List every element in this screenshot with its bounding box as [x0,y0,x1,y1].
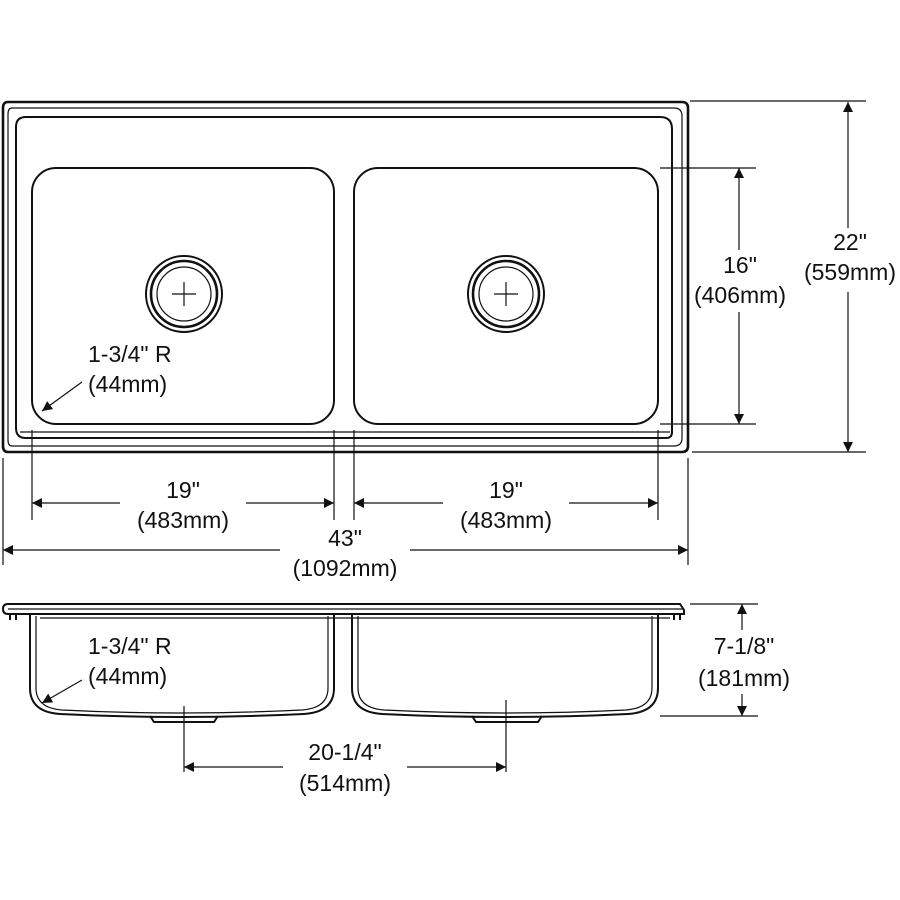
side-view: 20-1/4" (514mm) 7-1/8" (181mm) 1-3/4" R … [1,603,796,800]
side-radius-imperial: 1-3/4" R [88,633,172,659]
right-drain-body [471,715,543,723]
dim-drain-spacing-label-bg [283,736,407,800]
sink-deck-edge [15,116,673,439]
dim-22-label-bg [800,228,900,292]
right-bowl-side-inner [357,616,653,714]
left-bowl-side-inner [35,616,329,714]
radius-leader-side [41,679,83,704]
bowl-height-imperial: 7-1/8" [714,633,775,659]
overall-depth-metric: (559mm) [804,259,896,285]
right-bowl-width-imperial: 19" [489,477,523,503]
dim-right-bowl-label-bg [443,478,569,536]
left-drain-icon [145,255,223,333]
sink-outer-rim [1,100,690,454]
left-bowl [31,167,335,425]
bowl-height-metric: (181mm) [698,665,790,691]
side-radius-metric: (44mm) [88,663,167,689]
dim-left-bowl-label-bg [120,478,246,536]
dim-overall-width-label-bg [280,528,410,584]
overall-width-imperial: 43" [328,525,362,551]
left-bowl-width-imperial: 19" [166,477,200,503]
left-bowl-side [29,614,335,718]
top-radius-imperial: 1-3/4" R [88,341,172,367]
right-bowl-width-metric: (483mm) [460,507,552,533]
sink-rim-inner-line [7,107,683,447]
right-bowl-side [351,614,659,718]
right-drain-icon [467,255,545,333]
dim-bowl-height-label-bg [692,630,796,694]
bowl-depth-imperial: 16" [723,252,757,278]
bowl-depth-metric: (406mm) [694,282,786,308]
left-bowl-width-metric: (483mm) [137,507,229,533]
overall-width-metric: (1092mm) [293,555,398,581]
drain-spacing-imperial: 20-1/4" [308,739,381,765]
top-radius-metric: (44mm) [88,371,167,397]
right-bowl [353,167,659,425]
dim-16-label-bg [690,250,790,312]
top-view: 22" (559mm) 16" (406mm) 1-3/4" R (44mm) … [1,100,900,584]
radius-leader-top [41,381,83,412]
side-rim [1,603,685,615]
overall-depth-imperial: 22" [833,229,867,255]
drain-spacing-metric: (514mm) [299,770,391,796]
